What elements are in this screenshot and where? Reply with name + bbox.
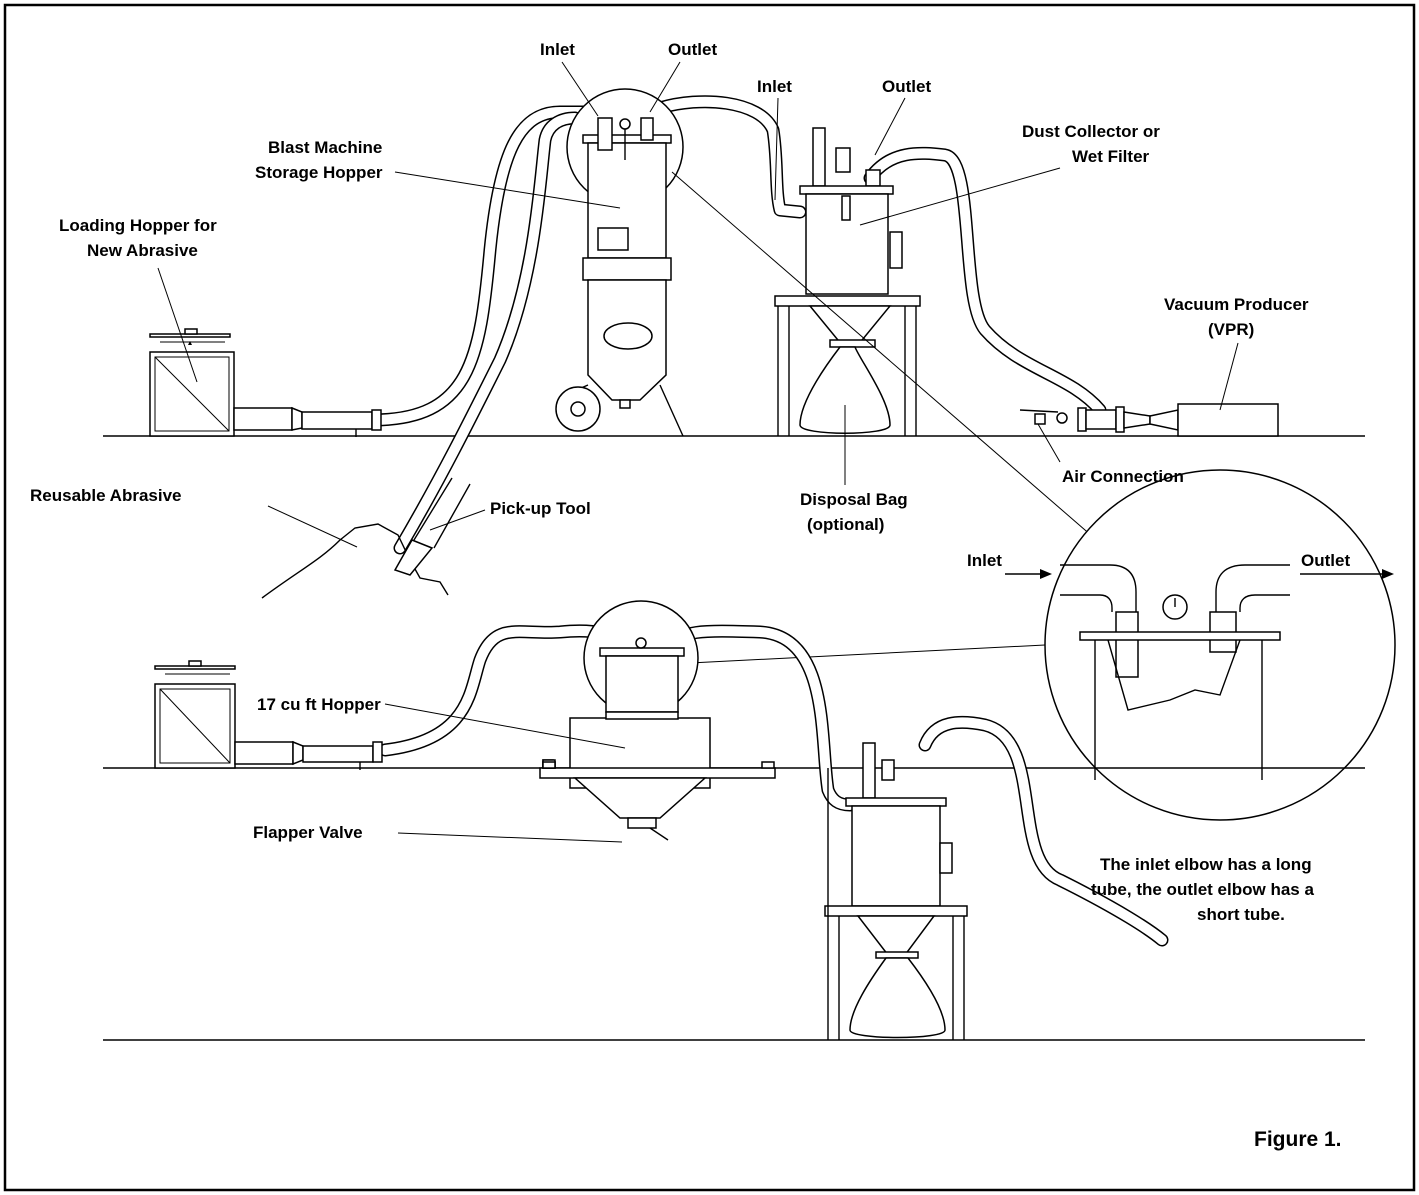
page-border xyxy=(3,3,1416,1192)
detail-leader-bottom xyxy=(689,644,1046,664)
label-note-2: tube, the outlet elbow has a xyxy=(1091,880,1314,899)
pickup-tool-and-pile xyxy=(261,477,471,599)
label-detail-inlet: Inlet xyxy=(967,551,1002,570)
label-hopper-17: 17 cu ft Hopper xyxy=(257,695,381,714)
stand-and-blast-machine-bottom xyxy=(542,761,556,769)
bottom-system xyxy=(103,600,1365,1040)
vacuum-producer-top xyxy=(1019,403,1279,437)
dust-collector-top xyxy=(774,127,921,436)
label-inlet-dc: Inlet xyxy=(757,77,792,96)
label-pickup-tool: Pick-up Tool xyxy=(490,499,591,518)
bottom-hoses xyxy=(378,624,1169,947)
label-inlet-top: Inlet xyxy=(540,40,575,59)
blast-machine-top xyxy=(555,88,684,437)
detail-view xyxy=(671,171,1396,821)
dust-collector-bottom xyxy=(824,742,968,1040)
label-disposal-bag-2: (optional) xyxy=(807,515,884,534)
label-vacuum-producer-1: Vacuum Producer xyxy=(1164,295,1309,314)
label-blast-machine-1: Blast Machine xyxy=(268,138,382,157)
label-note-3: short tube. xyxy=(1197,905,1285,924)
label-vacuum-producer-2: (VPR) xyxy=(1208,320,1254,339)
label-loading-hopper-1: Loading Hopper for xyxy=(59,216,217,235)
label-flapper-valve: Flapper Valve xyxy=(253,823,363,842)
label-dust-collector-1: Dust Collector or xyxy=(1022,122,1160,141)
labels: Inlet Outlet Inlet Outlet Blast Machine … xyxy=(30,40,1350,1151)
top-hoses xyxy=(293,95,1107,555)
label-disposal-bag-1: Disposal Bag xyxy=(800,490,908,509)
label-loading-hopper-2: New Abrasive xyxy=(87,241,198,260)
label-detail-outlet: Outlet xyxy=(1301,551,1350,570)
label-dust-collector-2: Wet Filter xyxy=(1072,147,1150,166)
label-reusable-abrasive: Reusable Abrasive xyxy=(30,486,182,505)
detail-leader-top xyxy=(671,171,1116,557)
label-blast-machine-2: Storage Hopper xyxy=(255,163,383,182)
label-outlet-top: Outlet xyxy=(668,40,717,59)
hopper-17-cuft xyxy=(539,600,776,841)
top-system xyxy=(103,88,1365,599)
label-outlet-dc: Outlet xyxy=(882,77,931,96)
label-note-1: The inlet elbow has a long xyxy=(1100,855,1312,874)
loading-hopper-bottom xyxy=(154,660,383,770)
loading-hopper-top xyxy=(149,328,382,437)
figure-caption: Figure 1. xyxy=(1254,1128,1342,1151)
label-air-connection: Air Connection xyxy=(1062,467,1184,486)
